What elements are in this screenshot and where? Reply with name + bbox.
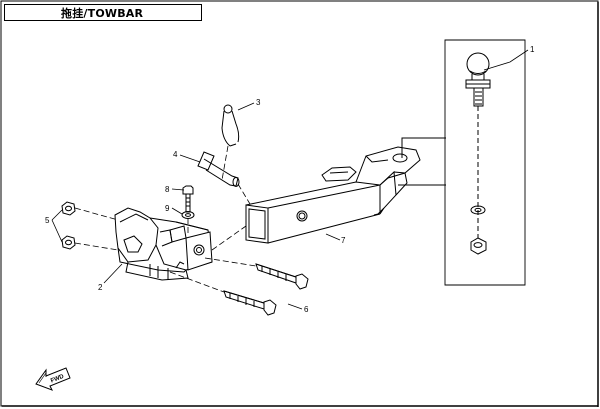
callout-9: 9	[165, 204, 170, 213]
callout-7: 7	[341, 236, 346, 245]
leader-lines	[51, 49, 529, 310]
callout-3: 3	[256, 98, 261, 107]
hitch-pin-part-4	[197, 151, 240, 187]
callout-2: 2	[98, 283, 103, 292]
assembly-centre-lines	[74, 145, 257, 293]
callout-8: 8	[165, 185, 170, 194]
bolt-part-8	[182, 185, 194, 213]
bracket-part-2	[114, 207, 213, 281]
callout-6: 6	[304, 305, 309, 314]
tow-ball-part-1	[398, 39, 526, 286]
page-title: 拖挂/TOWBAR	[61, 6, 144, 20]
bolt-part-6-upper	[255, 263, 309, 290]
nut-part-5-lower	[61, 235, 76, 250]
title-box: 拖挂/TOWBAR	[4, 4, 202, 21]
drawbar-part-7	[245, 146, 421, 244]
hitch-clip-part-3	[221, 104, 240, 147]
nut-part-5-upper	[61, 201, 76, 216]
callout-labels: 1 2 3 4 5 6 7 8 9	[45, 45, 535, 314]
fwd-label: FWD	[50, 374, 66, 385]
callout-4: 4	[173, 150, 178, 159]
callout-5: 5	[45, 216, 50, 225]
fwd-arrow-icon: FWD	[35, 367, 71, 391]
washer-part-9	[181, 211, 195, 219]
bolt-part-6-lower	[223, 290, 277, 316]
callout-1: 1	[530, 45, 535, 54]
